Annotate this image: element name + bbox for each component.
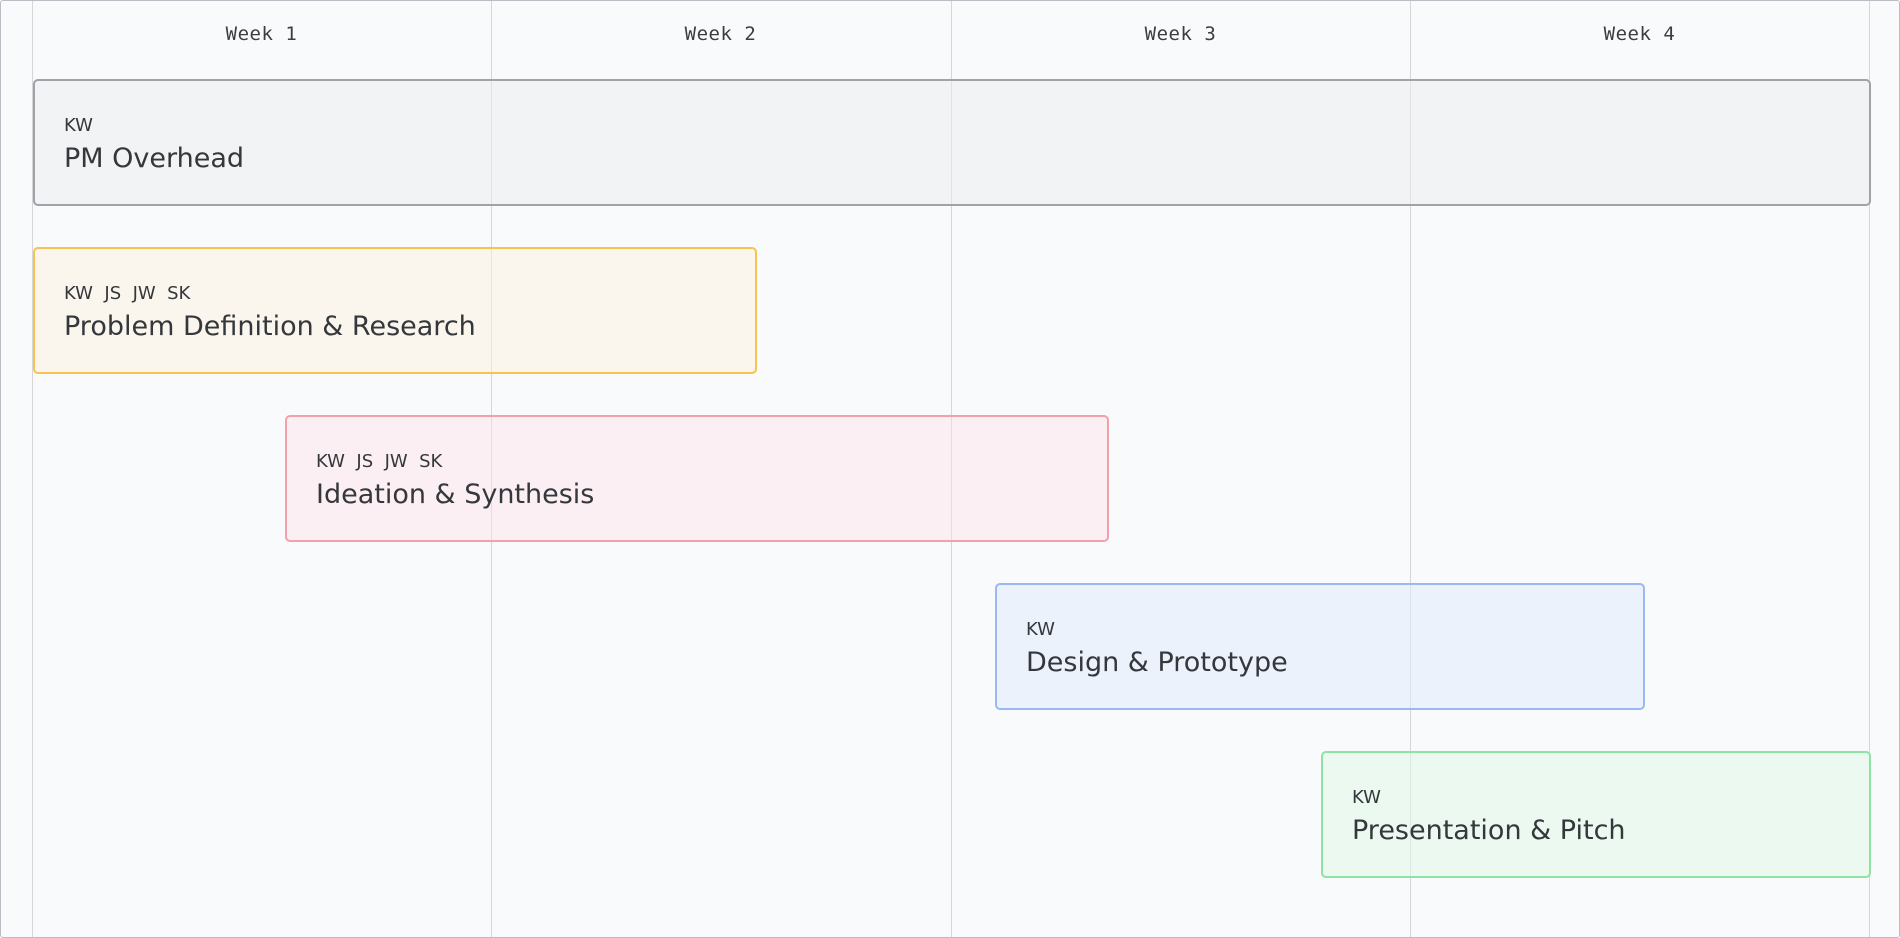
task-bar-ideation-synthesis[interactable]: KW JS JW SK Ideation & Synthesis — [285, 415, 1109, 542]
task-title: Design & Prototype — [1026, 647, 1288, 678]
task-title: PM Overhead — [64, 143, 245, 174]
task-bar-presentation-pitch[interactable]: KW Presentation & Pitch — [1321, 751, 1871, 878]
task-assignees: KW — [64, 115, 93, 136]
task-title: Presentation & Pitch — [1352, 815, 1626, 846]
task-bar-design-prototype[interactable]: KW Design & Prototype — [995, 583, 1645, 710]
week-header-4: Week 4 — [1603, 23, 1676, 45]
task-title: Problem Definition & Research — [64, 311, 476, 342]
task-title: Ideation & Synthesis — [316, 479, 595, 510]
week-header-2: Week 2 — [684, 23, 757, 45]
gridline-week-4-start — [1410, 1, 1411, 937]
task-assignees: KW JS JW SK — [316, 451, 443, 472]
task-assignees: KW JS JW SK — [64, 283, 191, 304]
gridline-week-1-start — [32, 1, 33, 937]
gridline-week-3-start — [951, 1, 952, 937]
task-bar-problem-definition-research[interactable]: KW JS JW SK Problem Definition & Researc… — [33, 247, 757, 374]
week-header-1: Week 1 — [225, 23, 298, 45]
task-assignees: KW — [1026, 619, 1055, 640]
gridline-week-2-start — [491, 1, 492, 937]
task-bar-pm-overhead[interactable]: KW PM Overhead — [33, 79, 1871, 206]
gridline-week-4-end — [1869, 1, 1870, 937]
task-assignees: KW — [1352, 787, 1381, 808]
week-header-3: Week 3 — [1144, 23, 1217, 45]
